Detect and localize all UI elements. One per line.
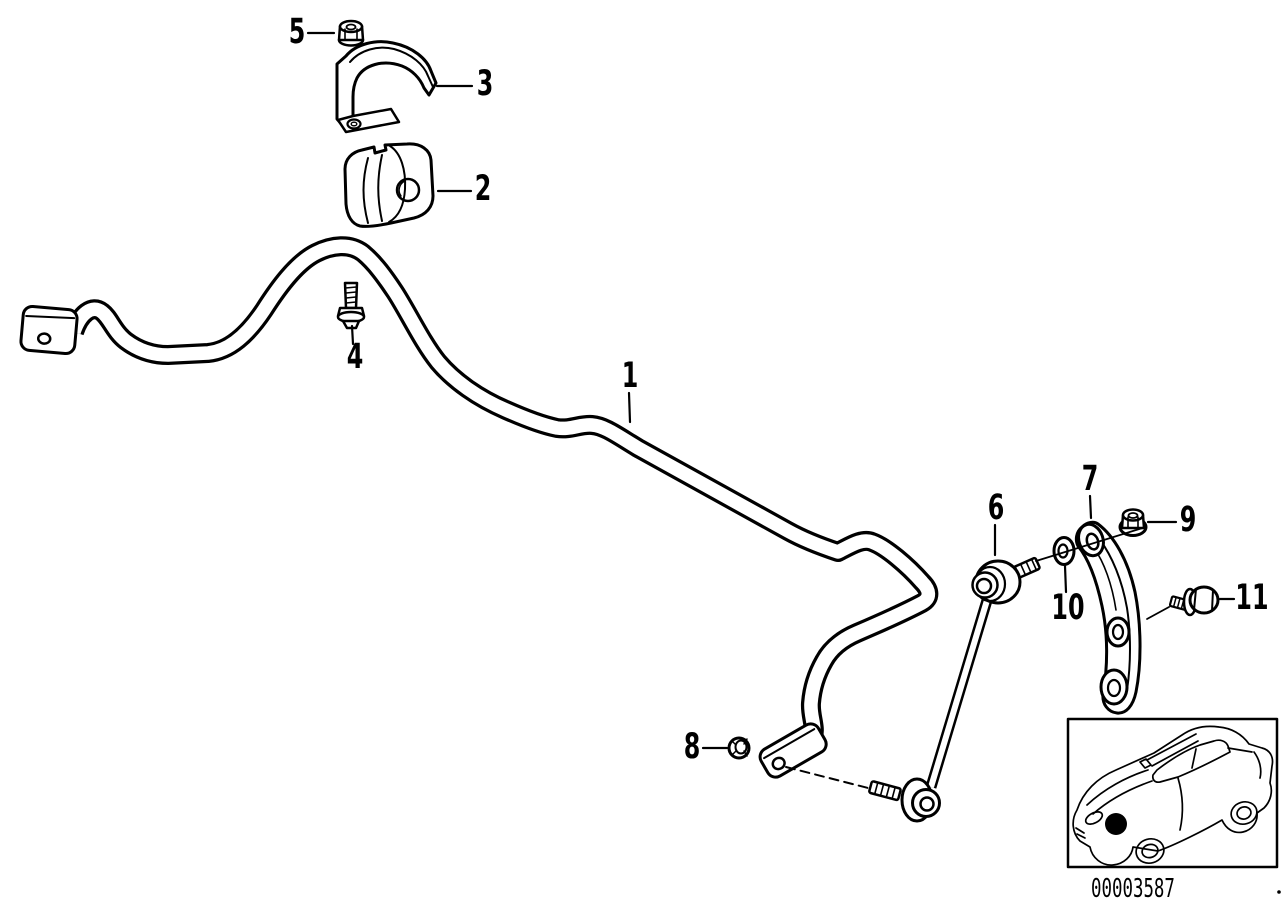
figure-code: 00003587	[1091, 874, 1175, 904]
link-lower-ball-joint	[900, 777, 941, 823]
assembly-axis-line	[1035, 526, 1147, 562]
self-locking-nut	[727, 736, 751, 760]
stabilizer-clamp-bracket	[335, 40, 438, 134]
bracket-bottom-hole	[1099, 668, 1129, 706]
flange-nut-right	[1118, 508, 1148, 537]
callout-6: 6	[987, 488, 1005, 529]
hex-bolt-right	[1168, 585, 1220, 617]
bar-left-eye-hole	[36, 332, 52, 345]
bushing-bore-hole	[395, 177, 421, 203]
explosion-dashed-line	[785, 766, 873, 790]
period-mark	[1277, 890, 1281, 894]
bolt-11-axis-line	[1146, 606, 1170, 620]
callout-7: 7	[1081, 459, 1099, 500]
swing-support-link	[868, 556, 1041, 823]
bracket-mid-hole	[1105, 616, 1131, 648]
stabilizer-bar-core	[67, 239, 936, 756]
bar-right-eye-end	[758, 722, 828, 779]
callout-2: 2	[474, 169, 492, 210]
callout-10: 10	[1051, 588, 1085, 629]
leader-1	[627, 391, 632, 424]
location-dot	[1105, 813, 1127, 835]
callout-3: 3	[476, 64, 494, 105]
leader-4	[350, 324, 355, 346]
support-bracket-arm	[1074, 520, 1142, 715]
callout-5: 5	[288, 12, 306, 53]
clamp-bracket-hole	[346, 118, 362, 130]
hex-bolt-top	[336, 281, 366, 330]
bracket-flange-ring	[1077, 522, 1105, 558]
leader-7	[1088, 494, 1093, 520]
bar-right-eye-hole	[771, 756, 786, 771]
callout-8: 8	[683, 727, 701, 768]
callout-1: 1	[621, 356, 639, 397]
callout-11: 11	[1235, 578, 1269, 619]
stabilizer-rubber-mounting	[343, 142, 435, 228]
callout-9: 9	[1179, 500, 1197, 541]
callout-leader-lines	[306, 31, 1236, 750]
flange-nut-top	[337, 19, 365, 47]
link-upper-ball-joint	[971, 559, 1022, 605]
stabilizer-bar	[19, 236, 939, 779]
bar-left-eye-end	[19, 304, 79, 356]
stabilizer-bar-outline	[64, 236, 939, 759]
leader-10	[1063, 564, 1068, 594]
car-location-inset	[1066, 717, 1279, 869]
car-outline	[1072, 725, 1274, 866]
link-lower-stud	[868, 780, 902, 802]
callout-4: 4	[346, 337, 364, 378]
